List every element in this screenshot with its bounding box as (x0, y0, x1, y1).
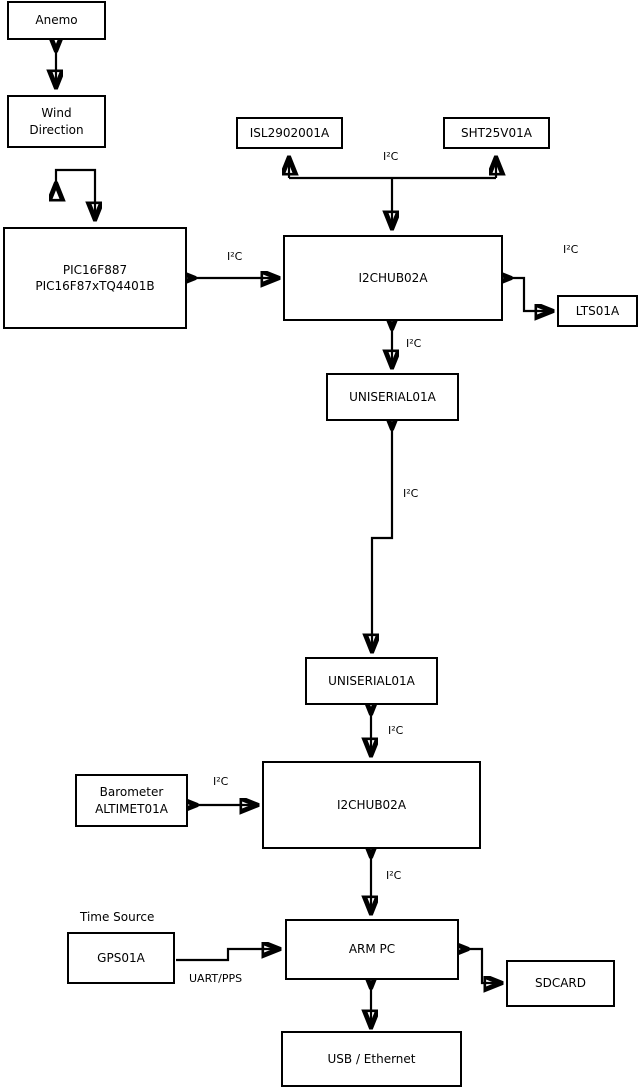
node-arm-pc[interactable]: ARM PC (285, 919, 459, 980)
node-uniserial01a-lower[interactable]: UNISERIAL01A (305, 657, 438, 705)
node-i2chub02a-bottom-label: I2CHUB02A (336, 797, 407, 812)
node-isl2902001a-label: ISL2902001A (249, 125, 330, 140)
connector-uniserial-link (372, 427, 392, 650)
node-sht25v01a[interactable]: SHT25V01A (443, 117, 550, 149)
node-anemo-label: Anemo (35, 13, 78, 28)
node-sht25v01a-label: SHT25V01A (461, 125, 532, 140)
connector-pic-winddir-up (56, 168, 95, 218)
connector-hub-lts (509, 278, 551, 311)
label-time-source: Time Source (80, 910, 155, 924)
node-i2chub02a-bottom[interactable]: I2CHUB02A (262, 761, 481, 849)
node-uniserial01a-upper[interactable]: UNISERIAL01A (326, 373, 459, 421)
edge-label-uniserial-link: I²C (403, 487, 419, 500)
edge-label-hub-to-arm-pc: I²C (386, 869, 402, 882)
edge-label-uniserial-lower-to-hub: I²C (388, 724, 404, 737)
node-gps01a[interactable]: GPS01A (67, 932, 175, 984)
node-uniserial01a-upper-label: UNISERIAL01A (349, 389, 436, 404)
edge-label-pic-to-hub: I²C (227, 250, 243, 263)
node-uniserial01a-lower-label: UNISERIAL01A (328, 673, 415, 688)
node-lts01a[interactable]: LTS01A (557, 295, 638, 327)
connector-gps-armpc (176, 949, 278, 962)
node-sdcard[interactable]: SDCARD (506, 960, 615, 1007)
node-pic-microcontroller[interactable]: PIC16F887 PIC16F87xTQ4401B (3, 227, 187, 329)
node-gps01a-label: GPS01A (97, 950, 145, 965)
node-sdcard-label: SDCARD (534, 976, 587, 991)
edge-label-hub-to-uniserial-upper: I²C (406, 337, 422, 350)
node-i2chub02a-top-label: I2CHUB02A (358, 270, 428, 285)
node-usb-ethernet[interactable]: USB / Ethernet (281, 1031, 462, 1087)
node-wind-direction-label: Wind Direction (29, 106, 84, 137)
edge-label-hub-to-lts: I²C (563, 243, 579, 256)
edge-label-barometer-to-hub: I²C (213, 775, 229, 788)
node-barometer-altimet01a[interactable]: Barometer ALTIMET01A (75, 774, 188, 827)
edge-label-gps-to-arm-pc: UART/PPS (189, 972, 243, 985)
node-anemo[interactable]: Anemo (7, 1, 106, 40)
node-usb-ethernet-label: USB / Ethernet (327, 1051, 416, 1066)
node-i2chub02a-top[interactable]: I2CHUB02A (283, 235, 503, 321)
connector-armpc-sdcard (466, 949, 500, 983)
node-arm-pc-label: ARM PC (348, 942, 396, 957)
node-barometer-altimet01a-label: Barometer ALTIMET01A (95, 785, 168, 816)
edge-label-sensor-bus: I²C (383, 150, 399, 163)
node-isl2902001a[interactable]: ISL2902001A (236, 117, 343, 149)
node-wind-direction[interactable]: Wind Direction (7, 95, 106, 148)
node-pic-microcontroller-label: PIC16F887 PIC16F87xTQ4401B (35, 262, 155, 293)
node-lts01a-label: LTS01A (575, 303, 620, 318)
